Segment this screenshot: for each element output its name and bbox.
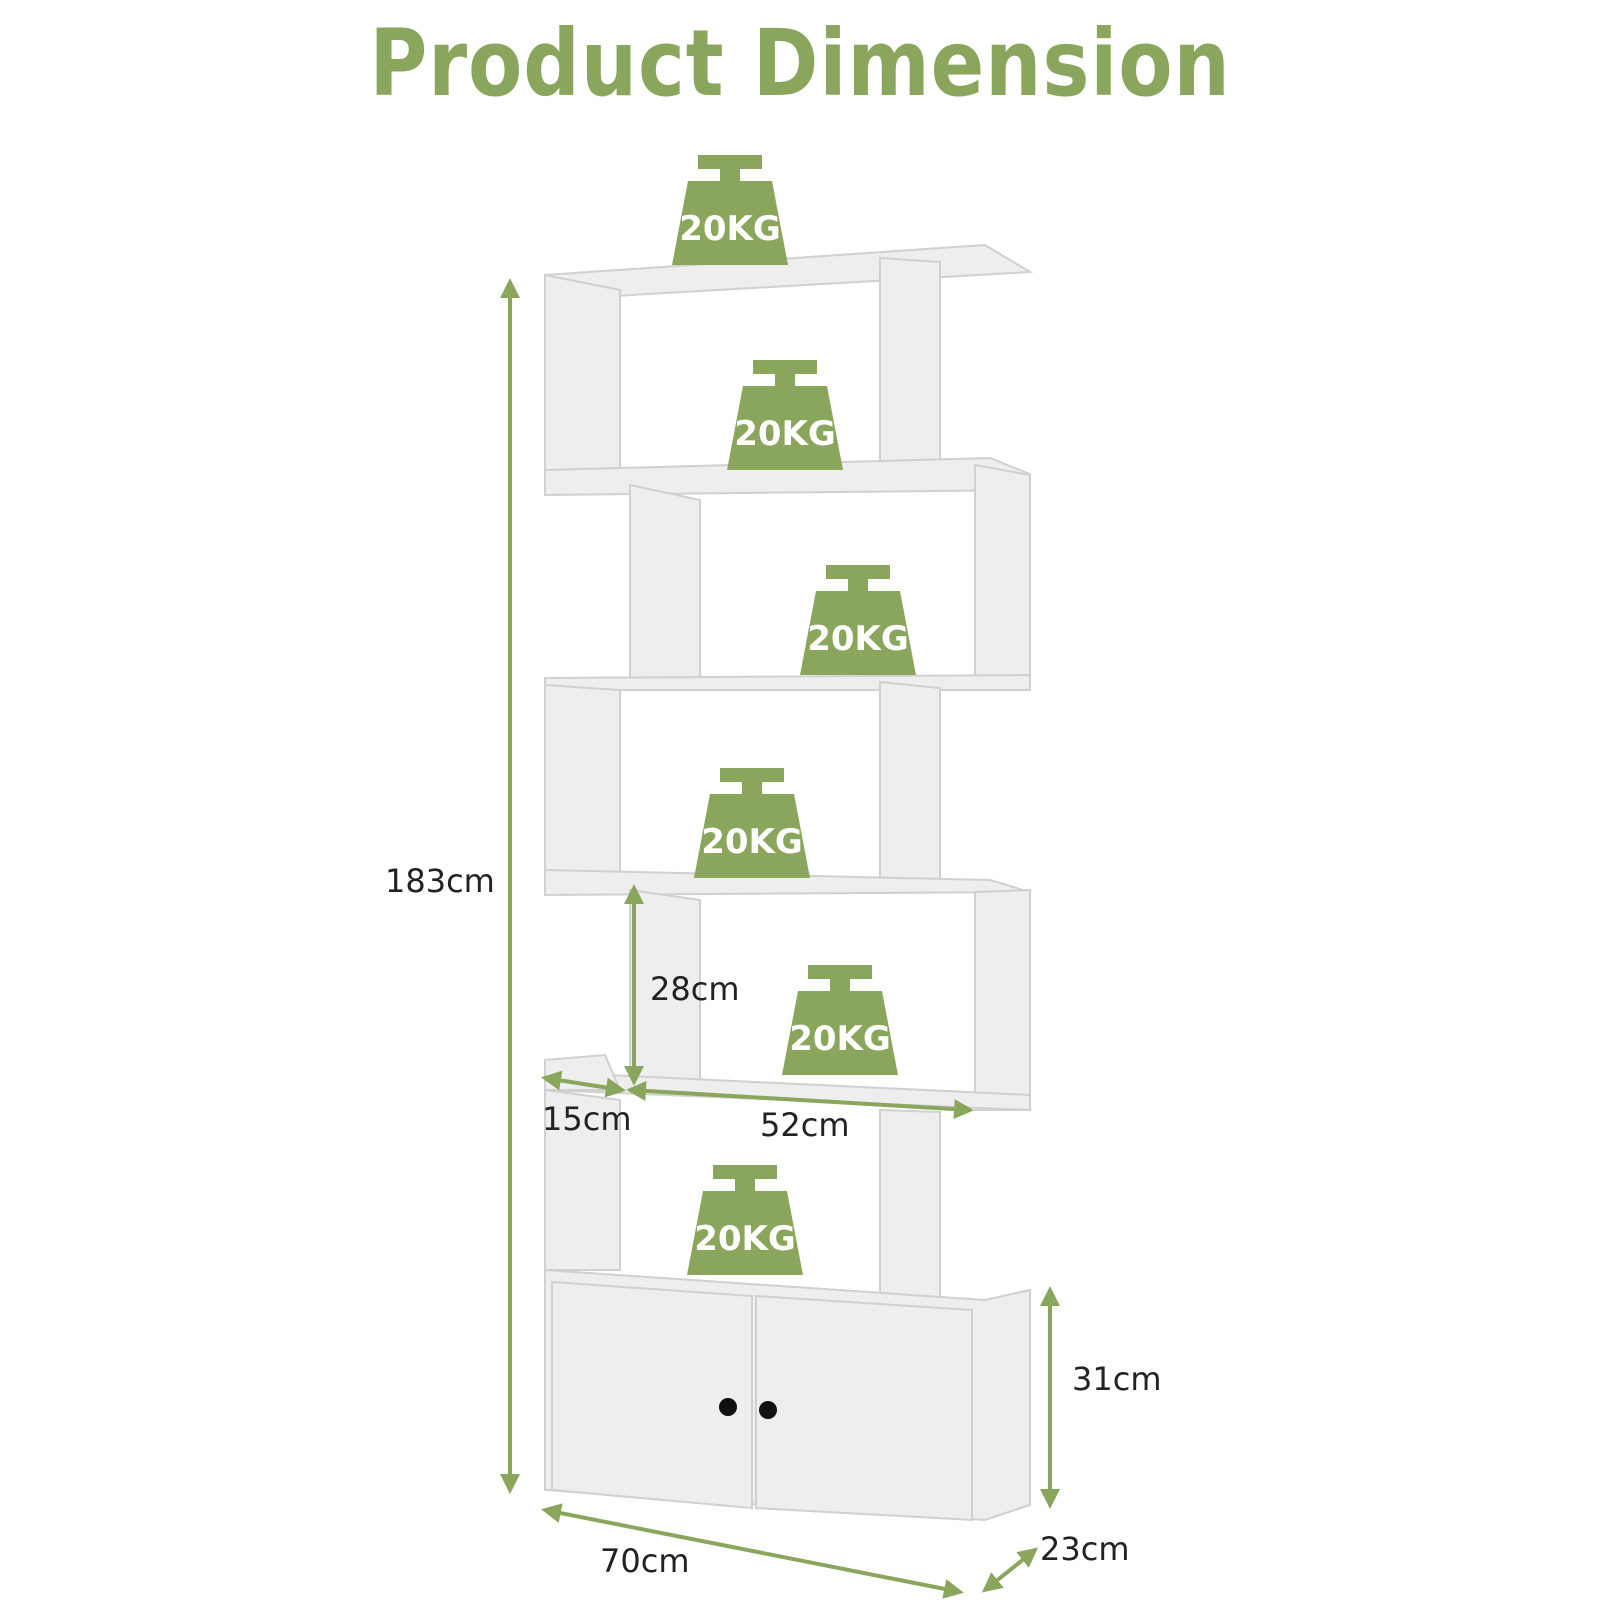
shelf-height-label: 28cm [650, 970, 740, 1008]
page-title: Product Dimension [369, 10, 1231, 117]
storage-cabinet [544, 1268, 1031, 1522]
weight-neck [742, 780, 762, 794]
cabinet-height-label: 31cm [1072, 1360, 1162, 1398]
shelf-panel [879, 1108, 941, 1313]
total-height-label: 183cm [385, 862, 495, 900]
weight-handle [713, 1165, 777, 1179]
weight-neck [830, 977, 850, 991]
weight-neck [848, 577, 868, 591]
weight-icons: 20KG 20KG 20KG 20KG 20KG 20KG [672, 155, 916, 1275]
weight-icon: 20KG [672, 155, 788, 265]
weight-label: 20KG [807, 619, 909, 659]
shelf-panel [544, 673, 1031, 691]
total-width-arrow [541, 1503, 964, 1599]
shelf-panel [974, 888, 1031, 1111]
shelf-panel [544, 273, 621, 486]
weight-neck [775, 372, 795, 386]
weight-body [782, 991, 898, 1075]
weight-body [800, 591, 916, 675]
weight-icon: 20KG [727, 360, 843, 470]
cabinet-door-left [551, 1280, 753, 1510]
weight-body [694, 794, 810, 878]
weight-icon: 20KG [800, 565, 916, 675]
weight-handle [808, 965, 872, 979]
door-knob-right [759, 1401, 777, 1419]
shelf-panel [879, 680, 941, 887]
bookshelf [544, 243, 1034, 1313]
shelf-panel [629, 483, 701, 681]
dimension-arrows [500, 278, 1060, 1599]
weight-body [727, 386, 843, 470]
weight-label: 20KG [789, 1019, 891, 1059]
shelf-depth-arrow [541, 1070, 626, 1098]
total-depth-label: 23cm [1040, 1530, 1130, 1568]
door-knob-left [719, 1398, 737, 1416]
weight-body [687, 1191, 803, 1275]
shelf-width-arrow [626, 1080, 974, 1120]
weight-label: 20KG [701, 822, 803, 862]
weight-handle [826, 565, 890, 579]
weight-icon: 20KG [694, 768, 810, 878]
weight-body [672, 181, 788, 265]
weight-label: 20KG [679, 209, 781, 249]
shelf-depth-label: 15cm [542, 1100, 632, 1138]
total-width-label: 70cm [600, 1542, 690, 1580]
total-depth-arrow [981, 1547, 1039, 1593]
weight-label: 20KG [734, 414, 836, 454]
shelf-panel [879, 256, 941, 463]
weight-handle [720, 768, 784, 782]
weight-icon: 20KG [687, 1165, 803, 1275]
shelf-width-label: 52cm [760, 1106, 850, 1144]
shelf-panel [974, 463, 1031, 691]
weight-neck [720, 167, 740, 181]
shelf-panel [544, 683, 621, 886]
weight-label: 20KG [694, 1219, 796, 1259]
weight-handle [753, 360, 817, 374]
weight-neck [735, 1177, 755, 1191]
weight-icon: 20KG [782, 965, 898, 1075]
weight-handle [698, 155, 762, 169]
cabinet-door-right [755, 1294, 973, 1522]
